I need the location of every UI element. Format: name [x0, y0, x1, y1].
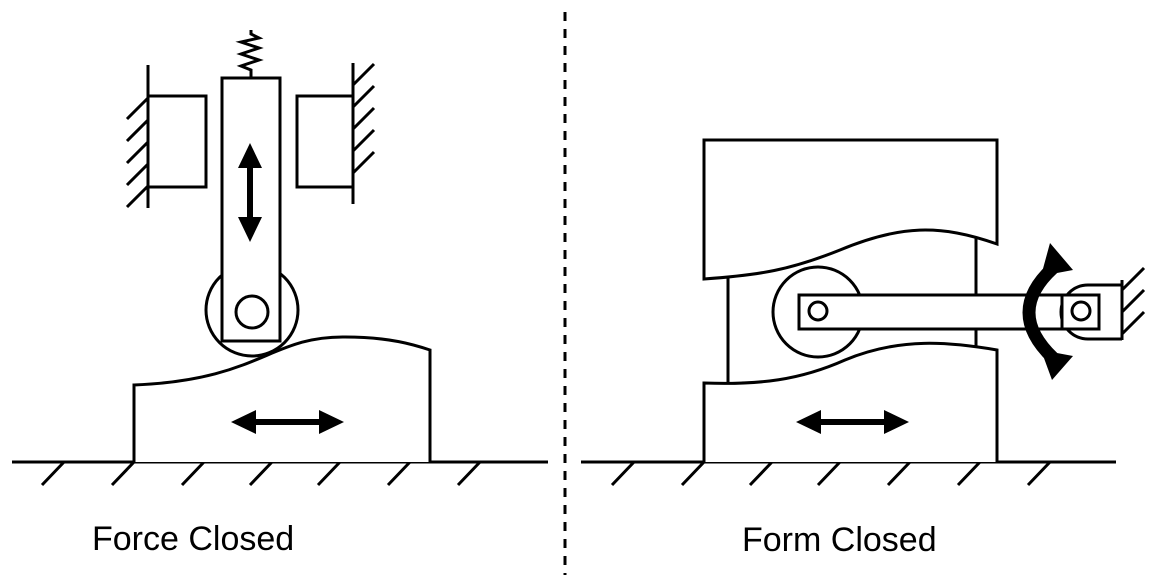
- left-cam-block: [132, 335, 432, 462]
- spring-icon: [235, 30, 264, 78]
- form-closed-label: Form Closed: [742, 521, 937, 559]
- right-ground: [581, 460, 1116, 487]
- pivot-clevis: [1059, 266, 1146, 341]
- left-guide-block: [125, 65, 208, 209]
- force-closed-mechanism: Force Closed: [12, 30, 548, 558]
- roller-pin: [234, 294, 270, 330]
- left-ground: [12, 460, 548, 487]
- vertical-motion-arrow-icon: [238, 143, 262, 242]
- right-guide-block: [295, 62, 376, 204]
- rotation-arrow-icon: [1022, 243, 1073, 380]
- form-closed-mechanism: Form Closed: [581, 138, 1146, 559]
- right-horizontal-motion-arrow-icon: [796, 410, 909, 434]
- upper-cam-block: [702, 138, 999, 281]
- force-closed-label: Force Closed: [92, 520, 294, 558]
- arm-roller-pin: [807, 300, 829, 322]
- left-horizontal-motion-arrow-icon: [231, 410, 344, 434]
- follower-arm: [797, 293, 1101, 331]
- lower-cam-block: [702, 341, 999, 462]
